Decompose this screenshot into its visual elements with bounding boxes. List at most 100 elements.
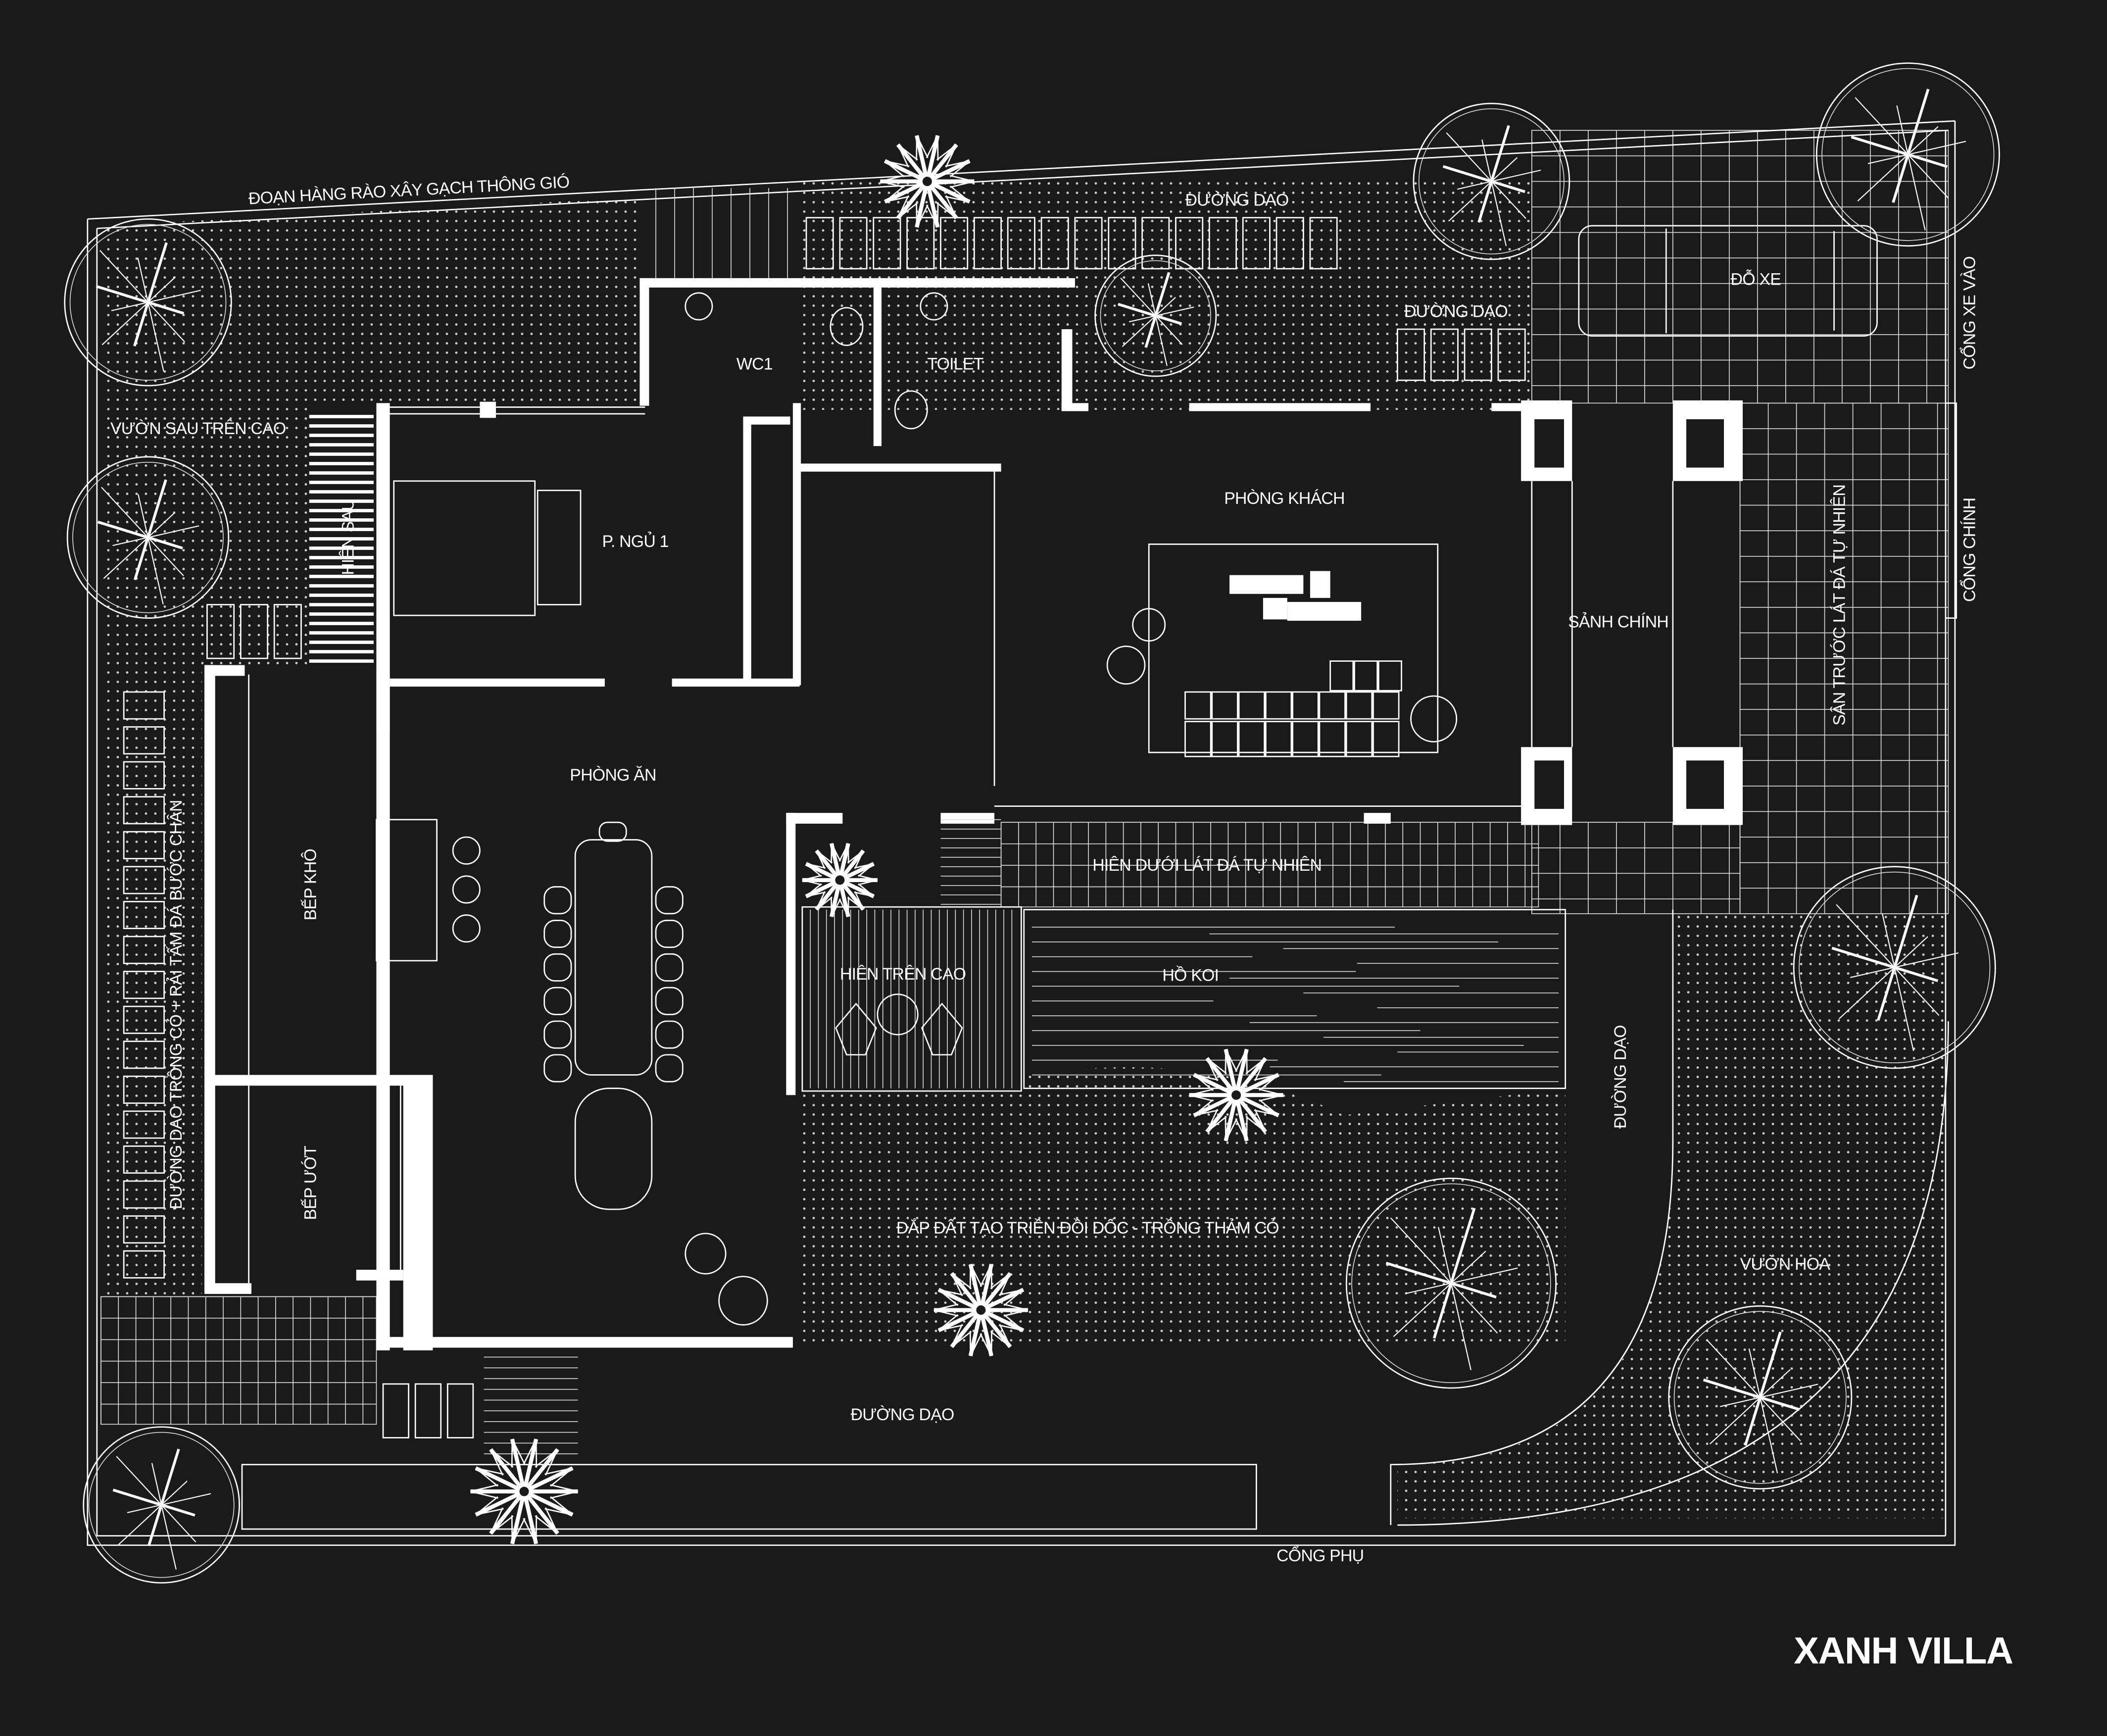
tree-branch bbox=[1836, 904, 1895, 968]
palm-frond bbox=[883, 179, 929, 204]
stepping-stone bbox=[123, 866, 165, 894]
palm-frond bbox=[805, 883, 822, 897]
tree-icon bbox=[64, 218, 232, 387]
tree-icon bbox=[66, 456, 230, 619]
flower-garden-label: VƯỜN HOA bbox=[1740, 1255, 1831, 1274]
palm-frond bbox=[802, 875, 822, 881]
palm-frond bbox=[805, 878, 841, 898]
tree-branch bbox=[99, 250, 148, 303]
tree-branch bbox=[147, 276, 176, 303]
palm-frond bbox=[838, 849, 865, 882]
palm-frond bbox=[938, 1314, 959, 1331]
palm-frond bbox=[475, 1496, 498, 1516]
palm-frond bbox=[490, 1515, 514, 1534]
palm-frond bbox=[884, 185, 905, 202]
living-room-label: PHÒNG KHÁCH bbox=[1224, 489, 1345, 508]
palm-frond bbox=[897, 202, 918, 219]
sofa-cushion bbox=[1265, 691, 1292, 720]
palm-frond bbox=[979, 1272, 1012, 1312]
tree-icon bbox=[1413, 102, 1570, 260]
tree-branch bbox=[1491, 169, 1541, 182]
palm-frond bbox=[897, 195, 909, 219]
stepping-stone bbox=[123, 936, 165, 964]
palm-frond bbox=[1225, 1049, 1226, 1074]
hill-label: ĐẮP ĐẤT TẠO TRIỀN ĐỒI DỐC - TRỒNG THẢM C… bbox=[896, 1218, 1279, 1238]
palm-center bbox=[975, 1304, 987, 1316]
palm-frond bbox=[1003, 1309, 1029, 1317]
palm-frond bbox=[1234, 1048, 1249, 1096]
stepping-stone bbox=[1175, 217, 1204, 270]
tree-branch bbox=[1893, 894, 1918, 968]
tree-branch bbox=[147, 537, 184, 577]
tile-paving bbox=[100, 130, 1949, 1425]
dining-chair bbox=[543, 953, 572, 982]
palm-frond bbox=[1206, 1058, 1219, 1082]
palm-frond bbox=[950, 175, 975, 182]
palm-frond bbox=[1254, 1058, 1267, 1082]
palm-frond bbox=[858, 875, 878, 881]
stepping-stone bbox=[805, 217, 834, 270]
stepping-stone bbox=[273, 604, 302, 659]
stepping-stone bbox=[123, 1250, 165, 1279]
stepping-stones bbox=[123, 217, 1526, 1438]
bed-icon bbox=[393, 480, 536, 616]
palm-frond bbox=[979, 1309, 994, 1357]
palm-frond bbox=[830, 843, 842, 881]
tree-branch bbox=[1457, 181, 1492, 190]
palm-frond bbox=[979, 1308, 1012, 1348]
stepping-stone bbox=[1141, 217, 1170, 270]
upper-porch-deck bbox=[801, 906, 1022, 1092]
palm-frond bbox=[858, 863, 875, 877]
tree-branch bbox=[1450, 1283, 1471, 1370]
palm-frond bbox=[847, 896, 864, 910]
stepping-stone bbox=[446, 1383, 474, 1438]
sofa-cushion bbox=[1372, 691, 1400, 720]
tree-branch bbox=[1144, 315, 1157, 348]
tree-branch bbox=[1907, 154, 1926, 231]
sofa-cushion bbox=[1238, 691, 1266, 720]
stepping-stone bbox=[123, 971, 165, 999]
stepping-stone bbox=[123, 1005, 165, 1034]
fence-label: ĐOẠN HÀNG RÀO XÂY GẠCH THÔNG GIÓ bbox=[248, 173, 570, 208]
tree-icon bbox=[1345, 1178, 1557, 1389]
palm-frond bbox=[1205, 1093, 1238, 1134]
tree-canopy bbox=[66, 456, 230, 619]
tree-branch bbox=[1894, 952, 1959, 968]
palm-frond bbox=[1193, 1109, 1219, 1116]
palm-frond bbox=[938, 1289, 959, 1306]
palm-frond bbox=[979, 1264, 994, 1311]
tree-branch bbox=[1908, 153, 1948, 168]
tree-canopy bbox=[1799, 871, 1991, 1063]
palm-frond bbox=[990, 1331, 992, 1356]
stepping-stone bbox=[123, 831, 165, 859]
palm-frond bbox=[837, 880, 850, 917]
koi-pond-label: HỒ KOI bbox=[1162, 966, 1219, 985]
palm-frond bbox=[1234, 1094, 1249, 1141]
tree-branch bbox=[1128, 315, 1156, 323]
palm-frond bbox=[1254, 1109, 1279, 1116]
tree-branch bbox=[1892, 154, 1910, 203]
tree-canopy bbox=[64, 218, 232, 387]
palm-frond bbox=[545, 1449, 558, 1476]
tree-branch bbox=[1451, 1283, 1498, 1334]
dining-chair bbox=[655, 953, 684, 982]
tree-branch bbox=[1907, 89, 1930, 155]
palm-frond bbox=[990, 1273, 1011, 1290]
palm-frond bbox=[535, 1449, 558, 1468]
stepping-stone bbox=[414, 1383, 442, 1438]
palm-frond bbox=[915, 181, 930, 228]
palm-frond bbox=[490, 1507, 503, 1534]
stepping-stone bbox=[123, 726, 165, 755]
tree-branch bbox=[138, 494, 149, 538]
palm-frond bbox=[969, 1331, 972, 1356]
dining-chair bbox=[543, 886, 572, 915]
tree-branch bbox=[116, 1456, 162, 1505]
walkway-bottom-label: ĐƯỜNG DẠO bbox=[851, 1405, 954, 1424]
tree-branch bbox=[1154, 272, 1171, 316]
front-yard-label: SÂN TRƯỚC LÁT ĐÁ TỰ NHIÊN bbox=[1830, 485, 1849, 726]
sofa-icon bbox=[1184, 660, 1402, 757]
tree-canopy bbox=[1821, 68, 1995, 241]
palm-frond bbox=[1193, 1074, 1219, 1081]
palm-frond bbox=[937, 202, 939, 228]
palm-frond bbox=[523, 1438, 537, 1465]
